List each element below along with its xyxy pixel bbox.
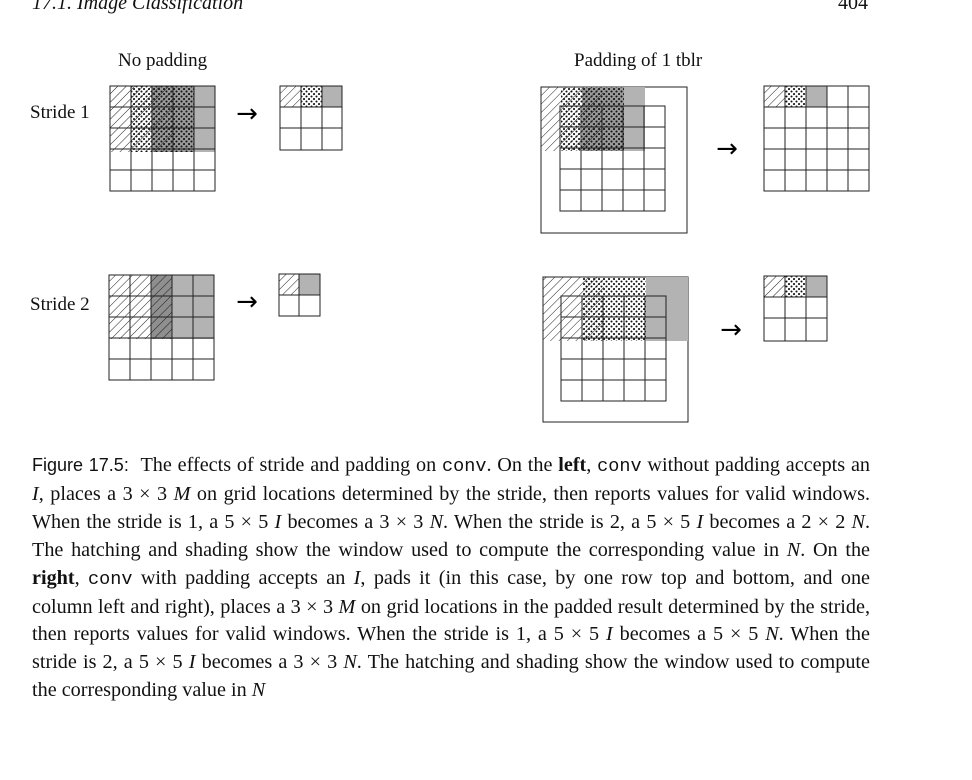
symbol-I: I: [606, 623, 613, 646]
caption-text: , places a 3 × 3: [38, 482, 174, 505]
stride-padding-diagram: → → → →: [108, 85, 870, 423]
caption-text: . The hatching and shading show the wind…: [32, 651, 870, 702]
output-grid-nopad-s1: [279, 85, 343, 151]
caption-text: becomes a 3 × 3: [281, 510, 430, 533]
input-grid-pad-s2: [542, 276, 689, 423]
code-conv: conv: [442, 456, 487, 477]
figure-label: Figure 17.5:: [32, 455, 129, 475]
section-title: 17.1. Image Classification: [32, 0, 244, 14]
input-grid-pad-s1: [540, 86, 688, 234]
caption-text: . On the: [800, 538, 870, 561]
symbol-I: I: [274, 510, 282, 533]
title-no-padding: No padding: [118, 50, 208, 71]
running-header: 17.1. Image Classification 404: [32, 0, 868, 16]
page-number: 404: [838, 0, 868, 14]
label-stride-2: Stride 2: [30, 294, 90, 315]
caption-text: becomes a 5 × 5: [612, 623, 766, 646]
caption-text: . When the stride is 2, a 5 × 5: [443, 510, 697, 533]
figure-caption: Figure 17.5: The effects of stride and p…: [32, 452, 870, 705]
caption-text: with padding accepts an: [132, 566, 354, 589]
caption-text: ,: [586, 454, 598, 476]
caption-text: on grid locations determined by the stri…: [32, 482, 870, 533]
caption-text: , pads it (in this case, by one row top …: [32, 566, 870, 618]
symbol-M: M: [173, 482, 191, 505]
symbol-M: M: [338, 595, 356, 618]
code-conv: conv: [597, 456, 642, 477]
caption-text: ,: [74, 566, 89, 589]
caption-text: . The hatching and shading show the wind…: [32, 510, 870, 561]
caption-text: becomes a 2 × 2: [703, 510, 852, 533]
input-grid-nopad-s2: [108, 274, 215, 381]
caption-text: . On the: [486, 454, 559, 476]
code-conv: conv: [88, 568, 133, 590]
symbol-I: I: [32, 482, 39, 505]
symbol-I: I: [353, 566, 361, 589]
arrow-right-icon: →: [716, 134, 738, 164]
caption-text: . When the stride is 2, a 5 × 5: [32, 623, 870, 674]
caption-text: without padding accepts an: [641, 454, 871, 476]
symbol-I: I: [696, 510, 704, 533]
symbol-N: N: [251, 679, 266, 702]
caption-text: becomes a 3 × 3: [195, 651, 344, 674]
input-grid-nopad-s1: [109, 85, 216, 192]
arrow-right-icon: →: [720, 315, 742, 345]
symbol-N: N: [786, 538, 801, 561]
caption-text: The effects of stride and padding on: [140, 454, 443, 476]
output-grid-pad-s1: [763, 85, 870, 192]
symbol-N: N: [429, 510, 444, 533]
label-stride-1: Stride 1: [30, 102, 90, 123]
arrow-right-icon: →: [236, 287, 258, 317]
bold-right: right: [32, 566, 75, 589]
title-padding: Padding of 1 tblr: [574, 50, 703, 71]
caption-text: on grid locations in the padded result d…: [32, 595, 870, 646]
bold-left: left: [558, 454, 587, 476]
output-grid-pad-s2: [763, 275, 828, 342]
symbol-N: N: [851, 510, 865, 533]
arrow-right-icon: →: [236, 99, 258, 129]
symbol-N: N: [765, 623, 779, 646]
symbol-I: I: [188, 651, 196, 674]
output-grid-nopad-s2: [278, 273, 321, 317]
symbol-N: N: [343, 651, 357, 674]
